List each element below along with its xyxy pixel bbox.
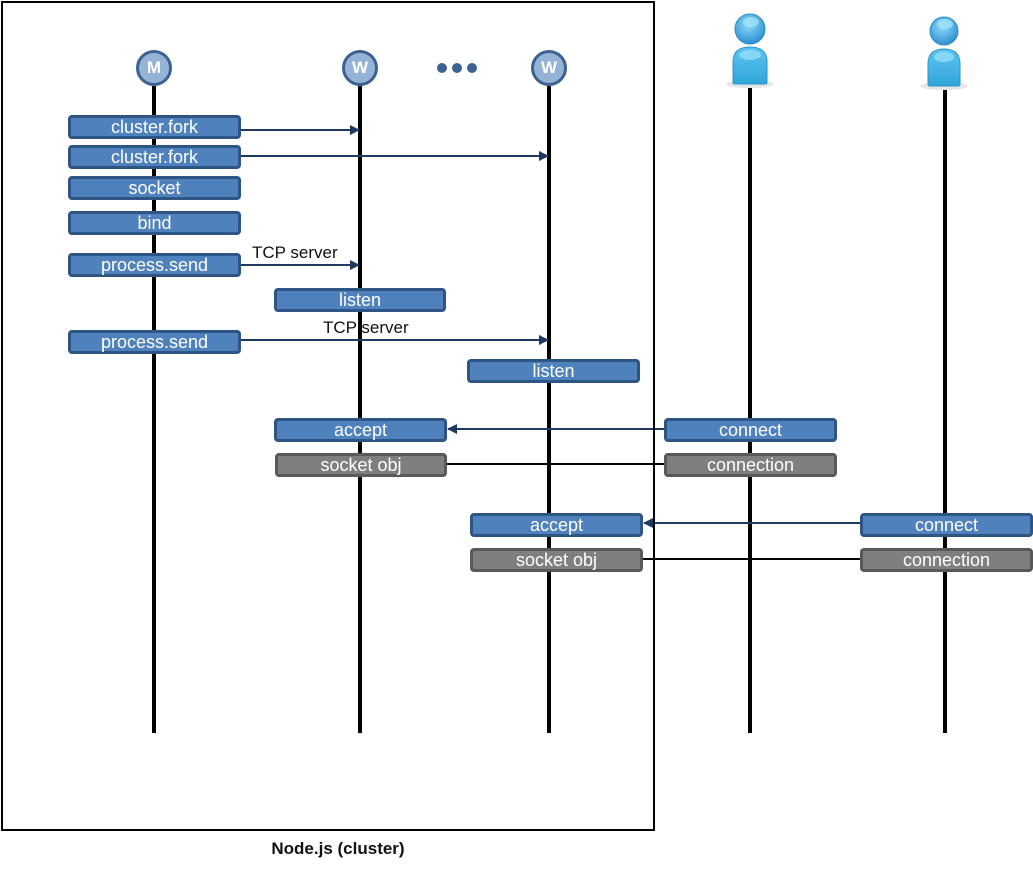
step-socket-obj-worker2: socket obj (470, 548, 643, 572)
worker-node-2: W (531, 50, 567, 86)
step-listen-worker2: listen (467, 359, 640, 383)
step-cluster-fork-2: cluster.fork (68, 145, 241, 169)
diagram-caption: Node.js (cluster) (271, 839, 405, 858)
step-connect-client1: connect (664, 418, 837, 442)
step-listen-worker1: listen (274, 288, 446, 312)
message-label-tcp-server-1: TCP server (252, 243, 338, 262)
step-accept-worker2: accept (470, 513, 643, 537)
step-connection-client1: connection (664, 453, 837, 477)
step-socket: socket (68, 176, 241, 200)
step-process-send-1: process.send (68, 253, 241, 277)
step-socket-obj-worker1: socket obj (275, 453, 447, 477)
step-accept-worker1: accept (274, 418, 447, 442)
step-process-send-2: process.send (68, 330, 241, 354)
cluster-boundary (1, 1, 655, 831)
step-connection-client2: connection (860, 548, 1033, 572)
step-connect-client2: connect (860, 513, 1033, 537)
worker-node-1: W (342, 50, 378, 86)
ellipsis-icon (437, 63, 477, 73)
user-icon-client1 (726, 13, 774, 88)
master-node: M (136, 50, 172, 86)
user-icon-client2 (920, 16, 968, 90)
step-cluster-fork-1: cluster.fork (68, 115, 241, 139)
step-bind: bind (68, 211, 241, 235)
message-label-tcp-server-2: TCP server (323, 318, 409, 337)
